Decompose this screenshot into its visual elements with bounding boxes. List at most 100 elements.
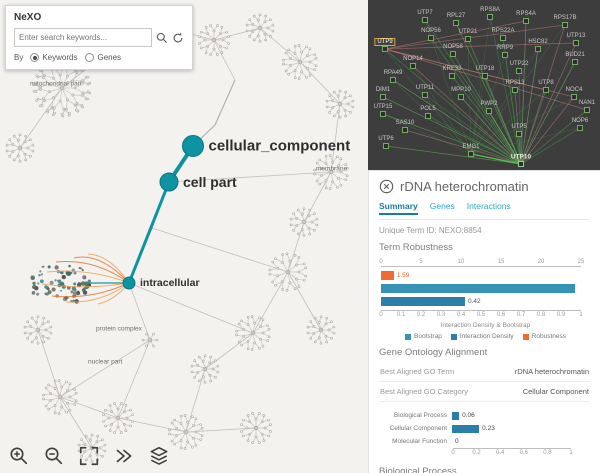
gene-label[interactable]: RPS4A bbox=[516, 11, 536, 17]
gene-node[interactable] bbox=[402, 127, 408, 133]
robustness-bar-row: 0.42 bbox=[381, 297, 590, 306]
gene-label[interactable]: RPS22A bbox=[491, 28, 515, 34]
gene-label[interactable]: DIM1 bbox=[375, 87, 391, 93]
gene-label[interactable]: UTP18 bbox=[475, 66, 495, 72]
gene-node[interactable] bbox=[577, 125, 583, 131]
gene-label[interactable]: NOP56 bbox=[421, 28, 441, 34]
gene-label[interactable]: NAN1 bbox=[578, 100, 596, 106]
tree-node[interactable] bbox=[159, 172, 179, 192]
tree-node-label[interactable]: membrane bbox=[316, 165, 348, 173]
gene-node[interactable] bbox=[482, 73, 488, 79]
gene-node[interactable] bbox=[390, 77, 396, 83]
gene-node[interactable] bbox=[573, 40, 579, 46]
gene-node[interactable] bbox=[422, 92, 428, 98]
gene-node[interactable] bbox=[382, 46, 388, 52]
layers-button[interactable] bbox=[148, 445, 170, 467]
gene-label[interactable]: UTP13 bbox=[566, 33, 586, 39]
tree-node-label[interactable]: cell part bbox=[183, 174, 237, 190]
gene-label[interactable]: RPS13 bbox=[505, 80, 525, 86]
radio-genes[interactable]: Genes bbox=[85, 53, 121, 62]
gene-label[interactable]: RPS17B bbox=[553, 15, 577, 21]
gene-node[interactable] bbox=[523, 18, 529, 24]
gene-node[interactable] bbox=[572, 59, 578, 65]
gene-node[interactable] bbox=[516, 68, 522, 74]
gene-label[interactable]: UTP8 bbox=[538, 80, 554, 86]
gene-label[interactable]: NOP14 bbox=[403, 56, 423, 62]
gene-label[interactable]: UTP10 bbox=[510, 153, 532, 161]
gene-node[interactable] bbox=[380, 111, 386, 117]
tree-node-label[interactable]: cellular_component bbox=[208, 137, 351, 155]
gene-node[interactable] bbox=[487, 14, 493, 20]
gene-node[interactable] bbox=[380, 94, 386, 100]
gene-label[interactable]: NOP58 bbox=[443, 44, 463, 50]
gene-node[interactable] bbox=[571, 94, 577, 100]
gene-node[interactable] bbox=[458, 94, 464, 100]
unique-term-id: Unique Term ID: NEXO:8854 bbox=[379, 226, 482, 235]
gene-label[interactable]: UTP5 bbox=[511, 124, 527, 130]
gene-node[interactable] bbox=[562, 22, 568, 28]
bar-value-label: 0 bbox=[455, 438, 459, 445]
tree-node-label[interactable]: mitochondrial part bbox=[30, 80, 82, 88]
gene-label[interactable]: PWP2 bbox=[480, 101, 498, 107]
gene-label[interactable]: NOC4 bbox=[565, 87, 583, 93]
search-input[interactable] bbox=[14, 28, 152, 47]
tree-node[interactable] bbox=[122, 276, 136, 290]
gene-label[interactable]: UTP11 bbox=[415, 85, 435, 91]
gene-node[interactable] bbox=[410, 63, 416, 69]
close-icon[interactable] bbox=[379, 179, 394, 194]
gene-node[interactable] bbox=[518, 161, 524, 167]
gene-label[interactable]: RPA49 bbox=[383, 70, 403, 76]
gene-node[interactable] bbox=[425, 113, 431, 119]
tree-node[interactable] bbox=[182, 135, 204, 157]
gene-label[interactable]: UTP6 bbox=[378, 136, 394, 142]
gene-label[interactable]: NOP6 bbox=[571, 118, 589, 124]
gene-node[interactable] bbox=[512, 87, 518, 93]
gene-node[interactable] bbox=[422, 17, 428, 23]
gene-label[interactable]: KRE33 bbox=[442, 66, 462, 72]
gene-node[interactable] bbox=[428, 35, 434, 41]
gene-node[interactable] bbox=[468, 151, 474, 157]
gene-label[interactable]: EMG1 bbox=[462, 144, 480, 150]
gene-node[interactable] bbox=[584, 107, 590, 113]
gene-label[interactable]: UTP9 bbox=[374, 38, 396, 46]
tree-node-label[interactable]: nuclear part bbox=[88, 358, 123, 366]
gene-node[interactable] bbox=[465, 36, 471, 42]
gene-label[interactable]: RPS8A bbox=[480, 7, 500, 13]
gene-label[interactable]: POL5 bbox=[420, 106, 436, 112]
tab-interactions[interactable]: Interactions bbox=[466, 201, 511, 211]
refresh-icon[interactable] bbox=[172, 32, 184, 44]
gene-node[interactable] bbox=[383, 143, 389, 149]
tab-genes[interactable]: Genes bbox=[429, 201, 455, 211]
gene-node[interactable] bbox=[500, 35, 506, 41]
gene-node[interactable] bbox=[486, 108, 492, 114]
gene-node[interactable] bbox=[502, 52, 508, 58]
gene-network-canvas[interactable] bbox=[368, 0, 600, 170]
gene-label[interactable]: RPL27 bbox=[446, 13, 466, 19]
gene-node[interactable] bbox=[450, 51, 456, 57]
gene-label[interactable]: MPP10 bbox=[451, 87, 471, 93]
gene-label[interactable]: UTP21 bbox=[458, 29, 478, 35]
zoom-out-button[interactable] bbox=[43, 445, 65, 467]
gene-label[interactable]: UTP22 bbox=[509, 61, 529, 67]
gene-node[interactable] bbox=[449, 73, 455, 79]
expand-levels-button[interactable] bbox=[113, 445, 135, 467]
gene-node[interactable] bbox=[453, 20, 459, 26]
ontology-tree-canvas[interactable] bbox=[0, 0, 368, 473]
gene-node[interactable] bbox=[535, 46, 541, 52]
gene-label[interactable]: RRP9 bbox=[496, 45, 514, 51]
gene-node[interactable] bbox=[516, 131, 522, 137]
radio-keywords[interactable]: Keywords bbox=[30, 53, 77, 62]
tab-summary[interactable]: Summary bbox=[379, 201, 418, 215]
gene-label[interactable]: UTP15 bbox=[373, 104, 393, 110]
axis-tick: 15 bbox=[497, 259, 505, 265]
gene-node[interactable] bbox=[543, 87, 549, 93]
gene-label[interactable]: HSC82 bbox=[528, 39, 548, 45]
zoom-in-button[interactable] bbox=[8, 445, 30, 467]
gene-label[interactable]: UTP7 bbox=[417, 10, 433, 16]
search-icon[interactable] bbox=[156, 32, 168, 44]
tree-node-label[interactable]: protein complex bbox=[96, 325, 142, 333]
tree-node-label[interactable]: intracellular bbox=[140, 277, 200, 289]
fit-to-screen-button[interactable] bbox=[78, 445, 100, 467]
gene-label[interactable]: SAS10 bbox=[395, 120, 415, 126]
gene-label[interactable]: BUD21 bbox=[565, 52, 585, 58]
